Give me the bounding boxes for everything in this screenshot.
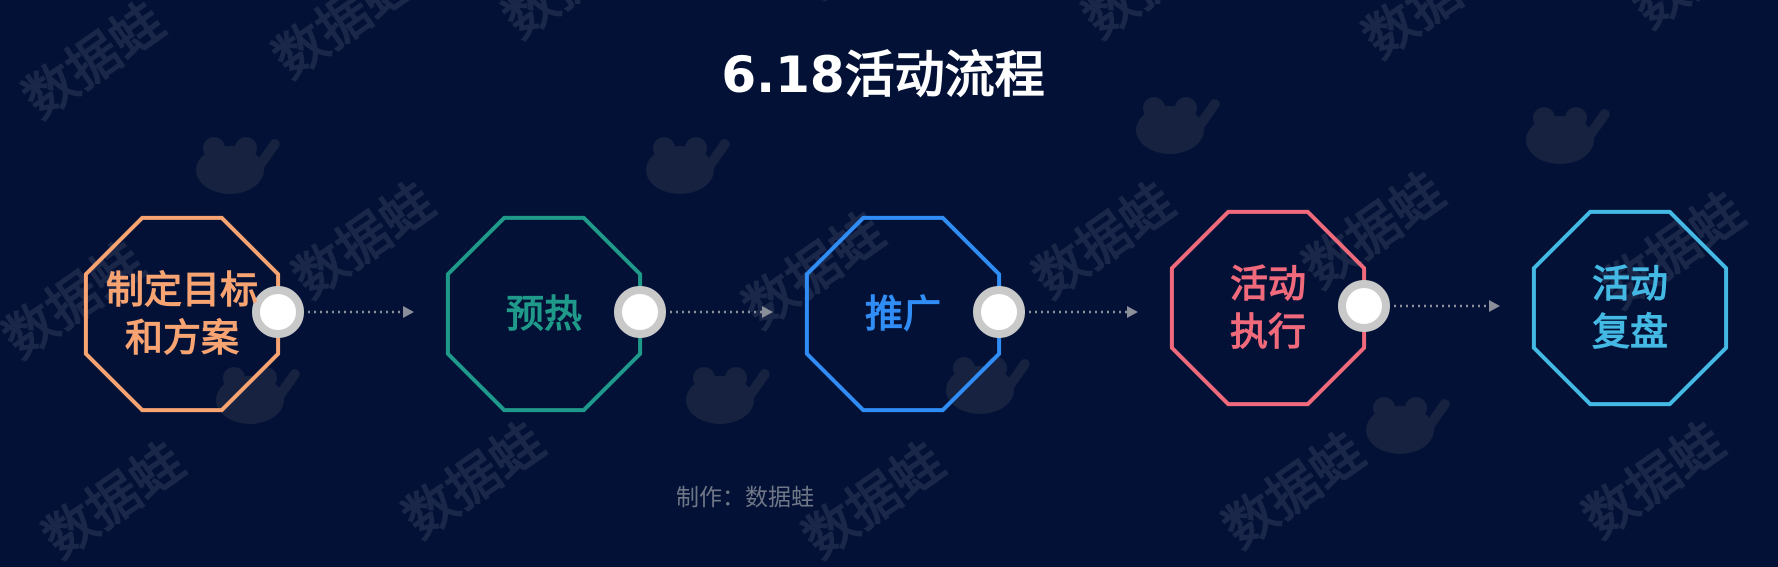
step-label-line: 制定目标: [105, 268, 258, 312]
step-label: 制定目标和方案: [78, 210, 286, 418]
step-label-line: 和方案: [124, 316, 239, 360]
watermark-frog-icon: [1526, 107, 1610, 164]
watermark-text: 数据蛙: [793, 432, 955, 567]
connector-node: [1338, 280, 1390, 332]
watermark-frog-icon: [1136, 97, 1220, 154]
step-label-line: 复盘: [1591, 310, 1668, 354]
step-label-line: 执行: [1229, 310, 1306, 354]
watermark-text: 数据蛙: [33, 432, 195, 567]
watermark-text: 数据蛙: [1623, 0, 1778, 41]
step-label-line: 活动: [1229, 262, 1306, 306]
watermark-text: 数据蛙: [283, 172, 445, 311]
watermark-frog-icon: [646, 137, 730, 194]
step-label-line: 活动: [1591, 262, 1668, 306]
watermark-frog-icon: [686, 367, 770, 424]
diagram-title: 6.18活动流程: [721, 46, 1045, 104]
step-label: 推广: [799, 210, 1007, 418]
step-octagon: [804, 215, 1002, 413]
step-octagon: [1531, 209, 1729, 407]
watermark-text: 数据蛙: [1023, 172, 1185, 311]
arrow-head-icon: [1127, 306, 1138, 318]
step-label-line: 推广: [864, 292, 941, 336]
watermark-text: 数据蛙: [1573, 412, 1735, 551]
watermark-text: 数据蛙: [393, 412, 555, 551]
connector-node: [252, 286, 304, 338]
step-octagon: [445, 215, 643, 413]
watermark-frog-icon: [1366, 397, 1450, 454]
step-octagon: [83, 215, 281, 413]
connector-node: [614, 286, 666, 338]
arrow-head-icon: [762, 306, 773, 318]
step-label: 预热: [440, 210, 648, 418]
step-label: 活动复盘: [1526, 204, 1734, 412]
watermark-frog-icon: [216, 367, 300, 424]
credit-text: 制作：数据蛙: [676, 485, 814, 511]
watermark-frog-icon: [196, 137, 280, 194]
step-label: 活动执行: [1164, 204, 1372, 412]
connector-node: [973, 286, 1025, 338]
arrow-head-icon: [403, 306, 414, 318]
arrow-head-icon: [1489, 300, 1500, 312]
octagon-layer: [83, 209, 1729, 413]
step-octagon: [1169, 209, 1367, 407]
connector-layer: [252, 280, 1500, 338]
step-label-line: 预热: [505, 292, 582, 336]
watermark-text: 数据蛙: [1213, 422, 1375, 561]
watermark-text: 数据蛙: [793, 0, 955, 11]
